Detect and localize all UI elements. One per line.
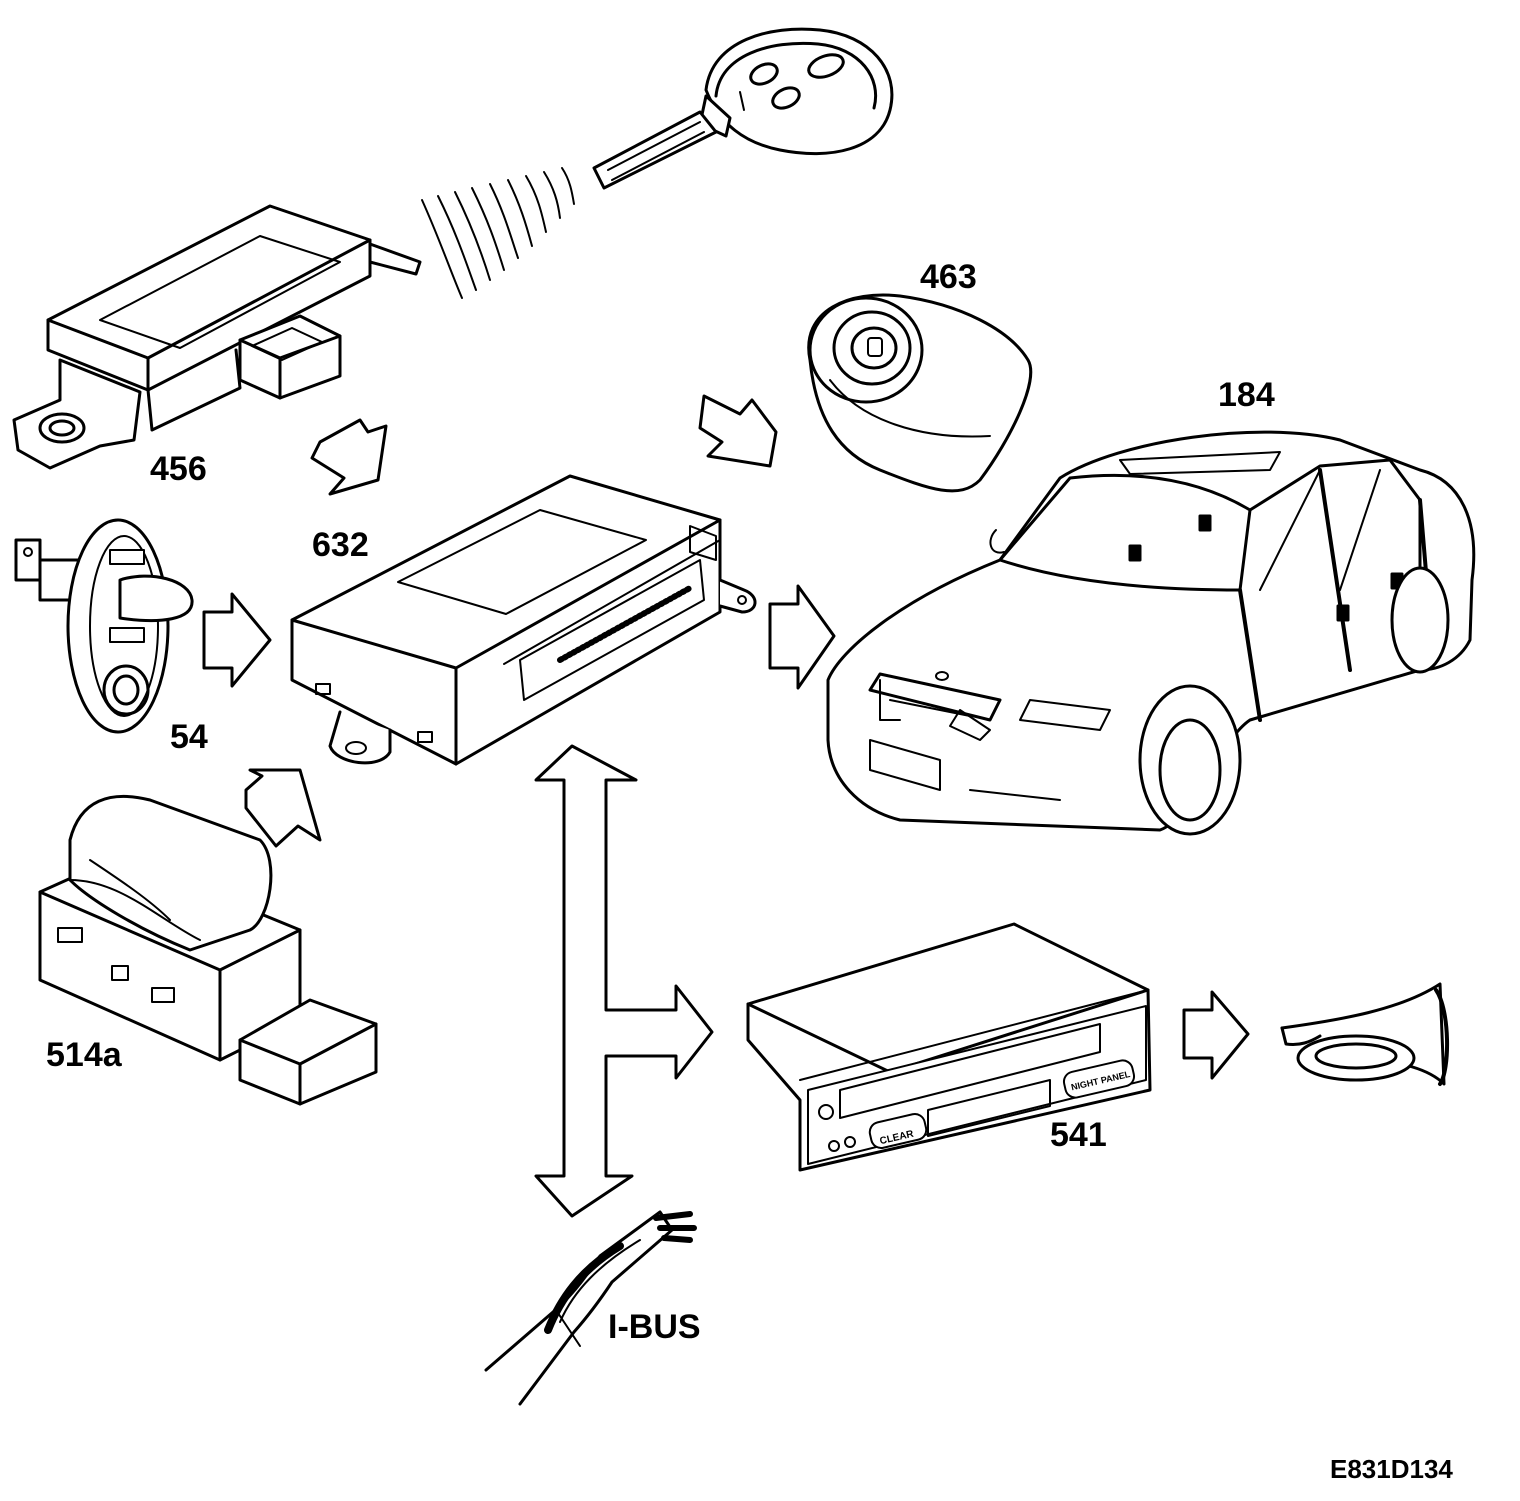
reference-code: E831D134: [1330, 1454, 1453, 1484]
label-ibus: I-BUS: [608, 1308, 701, 1346]
label-456: 456: [150, 450, 207, 488]
hood-switch-icon: [14, 518, 194, 734]
horn-icon: [1280, 982, 1450, 1086]
arrow-icon: [310, 418, 388, 496]
control-module-icon: [290, 474, 757, 766]
bus-arrow-icon: [534, 744, 714, 1218]
alarm-switch-icon: [38, 794, 378, 1106]
ignition-switch-icon: [807, 293, 1033, 493]
label-463: 463: [920, 258, 977, 296]
arrow-icon: [768, 584, 836, 690]
radio-signal-icon: [421, 167, 575, 299]
key-fob-icon: [592, 27, 894, 190]
info-display-icon: CLEAR NIGHT PANEL: [746, 922, 1152, 1172]
arrow-icon: [698, 394, 778, 468]
label-184: 184: [1218, 376, 1275, 414]
receiver-module-icon: [12, 204, 422, 470]
label-541: 541: [1050, 1116, 1107, 1154]
label-54: 54: [170, 718, 208, 756]
label-632: 632: [312, 526, 369, 564]
car-icon: [826, 430, 1476, 836]
bus-cable-icon: [484, 1210, 697, 1406]
arrow-icon: [1182, 990, 1250, 1080]
arrow-icon: [244, 768, 322, 848]
label-514a: 514a: [46, 1036, 123, 1074]
arrow-icon: [202, 592, 272, 688]
